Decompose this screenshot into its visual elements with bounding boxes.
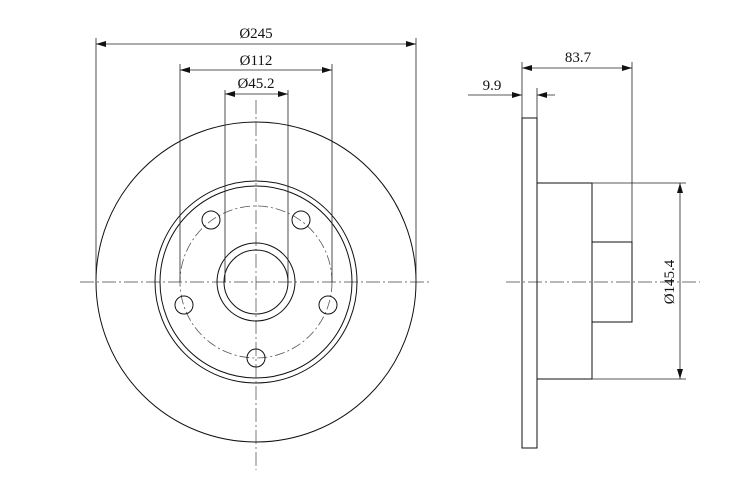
bolt-hole [174,295,194,315]
overall-height-label: 83.7 [565,50,592,66]
hub-boss [216,242,296,322]
center-bore-label: Ø45.2 [237,76,274,92]
hat-inner-ring [159,185,353,379]
hat-outer-ring [154,180,358,384]
bolt-hole [291,210,311,230]
dim-bolt-circle: Ø112 [180,53,332,73]
bolt-holes [174,210,338,368]
dim-overall-height: 83.7 [522,50,632,71]
front-view: Ø245 Ø112 Ø45.2 [80,26,432,470]
disc-thickness-label: 9.9 [483,78,502,94]
bolt-hole [201,210,221,230]
dim-hat-diameter: Ø145.4 [662,183,683,379]
dim-outer-diameter: Ø245 [96,26,416,47]
hat-diameter-label: Ø145.4 [662,259,678,304]
bolt-hole [246,348,266,368]
bolt-circle-label: Ø112 [240,53,273,69]
dim-center-bore: Ø45.2 [225,76,288,97]
bolt-hole [318,295,338,315]
disc-plate-section [521,117,538,449]
outer-diameter-label: Ø245 [239,26,272,42]
side-view: 9.9 83.7 Ø145.4 [468,50,700,449]
hat-section [536,182,593,380]
hub-section [591,241,633,323]
dim-disc-thickness: 9.9 [468,78,555,98]
